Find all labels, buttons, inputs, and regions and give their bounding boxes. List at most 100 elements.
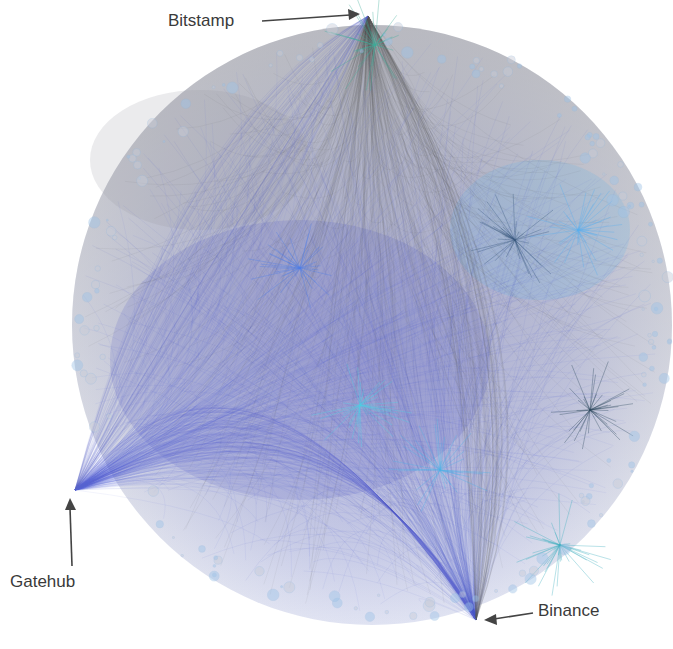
trust-line <box>476 190 616 620</box>
hub-burst <box>590 410 616 422</box>
trust-line <box>368 16 508 620</box>
trust-line <box>75 428 476 620</box>
hub-burst <box>375 15 397 45</box>
rim-bubble <box>199 546 206 553</box>
trust-line <box>368 16 489 620</box>
rim-bubble <box>499 84 503 88</box>
hub-burst <box>538 545 560 586</box>
rim-bubble <box>360 49 364 53</box>
hub-burst <box>578 201 613 230</box>
rim-bubble <box>89 217 100 228</box>
rim-bubble <box>267 589 279 601</box>
trust-line <box>368 16 494 620</box>
rim-bubble <box>181 99 191 109</box>
hub-burst <box>578 220 596 230</box>
rim-bubble <box>643 383 647 387</box>
rim-bubble <box>310 57 315 62</box>
hub-burst <box>440 470 445 489</box>
trust-line <box>139 453 476 620</box>
trust-line <box>75 16 368 490</box>
trust-line <box>368 16 476 620</box>
trust-line <box>368 16 508 620</box>
hub-burst <box>343 403 360 405</box>
rim-bubble <box>354 607 357 610</box>
leader-line <box>494 613 533 619</box>
trust-line <box>368 16 647 308</box>
trust-line <box>368 16 476 620</box>
hub-burst <box>274 268 300 272</box>
hub-burst <box>418 470 440 505</box>
trust-line <box>368 16 476 620</box>
trust-line <box>75 16 368 490</box>
rim-bubble <box>470 64 475 69</box>
trust-line <box>75 436 476 620</box>
trust-line <box>368 16 499 620</box>
trust-line <box>75 16 368 490</box>
rim-bubble <box>92 281 100 289</box>
hub-burst <box>358 45 375 67</box>
hub-burst <box>514 522 560 546</box>
rim-bubble <box>402 47 414 59</box>
rim-bubble <box>106 219 108 221</box>
trust-line <box>75 16 368 490</box>
rim-bubble <box>610 176 619 185</box>
rim-bubble <box>572 106 577 111</box>
trust-line <box>368 16 478 620</box>
rim-bubble <box>213 565 216 568</box>
hub-burst <box>360 405 391 411</box>
hub-burst <box>360 405 412 413</box>
hub-burst <box>578 221 602 230</box>
rim-bubble <box>637 236 647 246</box>
rim-bubble <box>214 556 218 560</box>
trust-line <box>75 16 368 490</box>
hub-burst <box>570 388 591 410</box>
hub-burst <box>356 12 375 45</box>
trust-line <box>368 16 477 620</box>
trust-line <box>368 16 497 620</box>
hub-burst <box>484 240 515 264</box>
rim-bubble <box>503 67 513 77</box>
trust-line <box>75 16 368 490</box>
rim-bubble <box>269 64 272 67</box>
hub-burst <box>515 229 541 240</box>
hub-burst <box>300 268 312 289</box>
rim-bubble <box>629 431 639 441</box>
rim-bubble <box>385 610 389 614</box>
hub-burst <box>300 247 323 268</box>
hub-burst <box>419 426 440 470</box>
rim-bubble <box>112 235 117 240</box>
rim-bubble <box>659 373 669 383</box>
trust-line <box>75 447 476 620</box>
rim-bubble <box>581 497 590 506</box>
hub-burst <box>375 0 379 45</box>
rim-bubble <box>163 140 165 142</box>
hub-burst <box>590 410 608 412</box>
rim-bubble <box>148 486 159 497</box>
leader-arrowhead <box>348 9 360 20</box>
hub-burst <box>371 45 376 91</box>
rim-bubble <box>495 589 498 592</box>
trust-line <box>243 438 476 620</box>
hub-burst <box>590 375 596 411</box>
hub-burst <box>440 435 456 470</box>
rim-bubble <box>639 202 644 207</box>
hub-burst <box>356 45 375 51</box>
hub-burst <box>478 209 515 240</box>
trust-line <box>75 442 476 620</box>
rim-bubble <box>106 414 111 419</box>
hub-burst <box>360 381 392 405</box>
hub-burst <box>482 222 515 240</box>
trust-line <box>75 16 368 490</box>
rim-bubble <box>75 353 80 358</box>
rim-bubble <box>438 55 446 63</box>
trust-line <box>368 16 478 620</box>
hub-burst <box>590 407 618 410</box>
trust-line <box>75 421 476 620</box>
hub-burst <box>560 500 572 545</box>
hub-burst <box>440 451 464 470</box>
trust-line <box>75 405 476 620</box>
trust-line <box>75 16 368 490</box>
trust-line <box>75 16 368 490</box>
rim-bubble <box>662 272 673 283</box>
hub-burst <box>276 232 300 268</box>
